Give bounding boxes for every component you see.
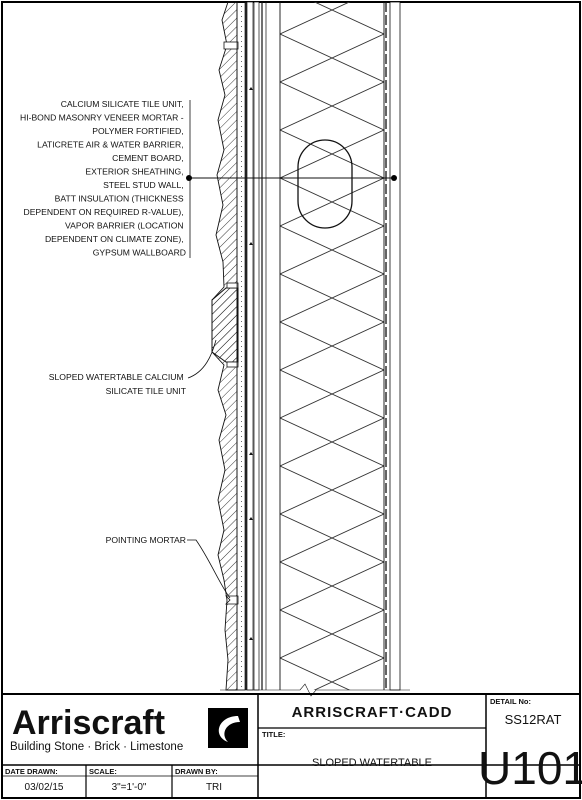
pointing-leader [187,539,231,599]
brand-tagline: Building Stone · Brick · Limestone [10,741,183,753]
sloped-watertable-unit [211,287,239,363]
title-label: TITLE: [262,730,285,739]
pointing-mortar-joint [225,595,239,605]
detail-code: SS12RAT [505,712,562,727]
exterior-sheathing [253,1,260,691]
veneer-mortar-layer [236,1,246,691]
mortar-joint [226,282,239,289]
assembly-label: CALCIUM SILICATE TILE UNIT, HI-BOND MASO… [20,99,186,258]
date-value: 03/02/15 [25,782,64,793]
mortar-joint [226,361,239,368]
watertable-label: SLOPED WATERTABLE CALCIUM SILICATE TILE … [49,372,187,396]
batt-insulation [280,2,384,690]
title-block: Arriscraft Building Stone · Brick · Lime… [2,693,582,798]
title-value: SLOPED WATERTABLE [312,757,432,769]
section-dot [186,175,192,181]
scale-label: SCALE: [89,767,117,776]
wall-section [186,1,410,697]
stud-web-opening [297,139,353,229]
drawn-by-value: TRI [206,782,222,793]
brand-logo-text: Arriscraft [12,704,165,742]
detail-label: DETAIL No: [490,697,531,706]
scale-value: 3"=1'-0" [112,782,147,793]
mortar-joint [223,41,239,50]
date-label: DATE DRAWN: [5,767,58,776]
section-dot [391,175,397,181]
cadd-title: ARRISCRAFT·CADD [292,704,453,721]
watertable-leader [187,339,217,379]
pointing-mortar-label: POINTING MORTAR [106,535,186,545]
detail-number: U101 [478,742,582,794]
drawn-by-label: DRAWN BY: [175,767,218,776]
cement-board [246,1,254,691]
gypsum-wallboard [389,1,401,691]
arriscraft-mark-icon [208,708,248,748]
